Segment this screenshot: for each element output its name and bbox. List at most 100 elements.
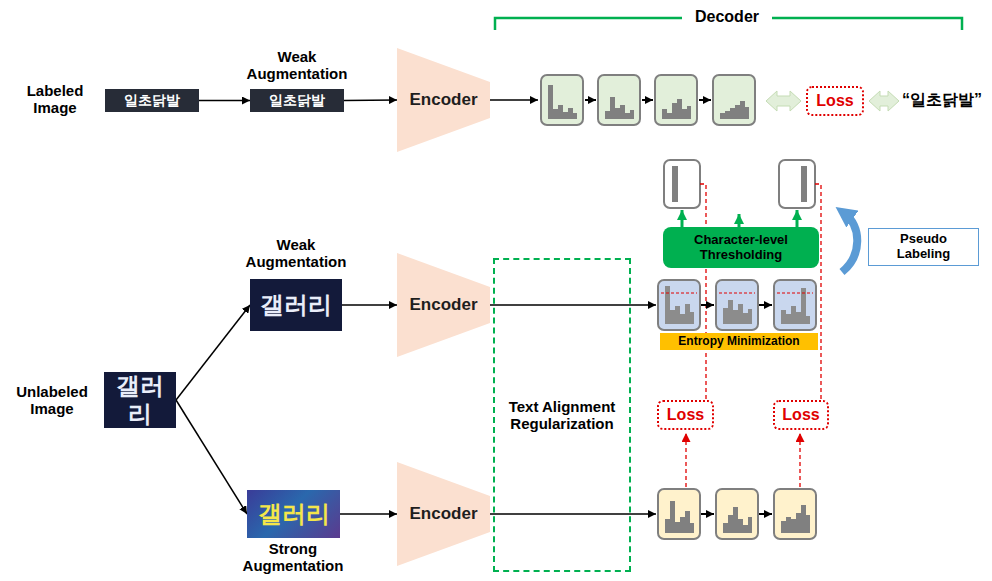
node-text: 갤러리 (258, 500, 330, 528)
decoder-step (658, 489, 700, 539)
image-sample: 일초닭발 (105, 89, 199, 112)
probability-bars (548, 85, 577, 119)
probability-bars (781, 505, 810, 533)
flow-arrow (490, 513, 656, 515)
pseudo-label-frame (664, 160, 700, 208)
decoder-step-frame (774, 280, 816, 330)
probability-bars (723, 300, 752, 324)
flow-arrow (490, 304, 656, 306)
threshold-line (719, 293, 755, 294)
compare-arrow (869, 91, 899, 111)
node-text: Character-level Thresholding (669, 233, 813, 263)
step-arrow (585, 99, 596, 101)
probability-bars (720, 101, 749, 119)
flow-connector (340, 513, 397, 515)
one-hot-bar (801, 166, 807, 202)
node-text: Pseudo Labeling (875, 232, 972, 262)
decoder-step-frame (541, 75, 583, 125)
encoder-block: Encoder (397, 253, 490, 357)
decoder-step (774, 280, 816, 330)
probability-bars (781, 288, 810, 324)
node-text: 갤러리 (260, 291, 332, 319)
flow-arrow (490, 99, 538, 101)
decoder-step-frame (655, 75, 697, 125)
pseudo-label-step (779, 160, 815, 208)
decoder-step-frame (774, 489, 816, 539)
decoder-step (716, 280, 758, 330)
encoder-block: Encoder (397, 462, 490, 566)
step-arrow (642, 99, 653, 101)
probability-bars (665, 286, 694, 324)
loss-leader (685, 433, 686, 487)
threshold-line (661, 293, 697, 294)
step-arrow (701, 513, 714, 515)
probability-bars (662, 99, 691, 119)
image-sample: 갤러리 (104, 372, 176, 428)
decoder-step (598, 75, 640, 125)
image-sample: 갤러리 (250, 279, 342, 331)
decoder-step (716, 489, 758, 539)
loss-leader (799, 433, 800, 487)
threshold-arrow (681, 210, 684, 227)
threshold-line (777, 293, 813, 294)
step-arrow (699, 99, 711, 101)
node-text: 일초닭발 (124, 92, 180, 108)
pseudo-label-step (664, 160, 700, 208)
flow-connector (176, 400, 247, 514)
node-text: Loss (816, 92, 853, 110)
compare-arrow (766, 91, 801, 111)
node-text: 일초닭발 (269, 92, 325, 108)
decoder-step (713, 75, 755, 125)
ground-truth-text: “일초닭발” (902, 91, 982, 109)
pseudo-label-frame (779, 160, 815, 208)
node-text: Encoder (409, 504, 477, 524)
encoder-trapezoid (397, 462, 490, 566)
decoder-step-frame (658, 489, 700, 539)
probability-bars (605, 97, 634, 119)
encoder-block: Encoder (397, 48, 490, 152)
augmentation-label: Weak Augmentation (238, 48, 356, 83)
decoder-step-frame (713, 75, 755, 125)
process-band: Entropy Minimization (660, 333, 818, 350)
flow-connector (176, 305, 250, 400)
node-text: 갤러리 (108, 372, 172, 427)
regularization-region: Text Alignment Regularization (493, 258, 631, 572)
input-label: Unlabeled Image (7, 383, 97, 418)
threshold-arrow (796, 210, 799, 227)
input-label: Labeled Image (16, 82, 94, 117)
decoder-step (655, 75, 697, 125)
decoder-step (774, 489, 816, 539)
node-text: Loss (667, 406, 704, 424)
decoder-step-frame (658, 280, 700, 330)
flow-connector (342, 304, 397, 306)
decoder-step-frame (716, 489, 758, 539)
decoder-step-frame (716, 280, 758, 330)
node-text: Encoder (409, 90, 477, 110)
encoder-trapezoid (397, 48, 490, 152)
flow-connector (344, 99, 397, 101)
loss-box: Loss (773, 400, 829, 430)
node-text: Encoder (409, 295, 477, 315)
step-arrow (759, 304, 772, 306)
image-sample: 일초닭발 (250, 89, 344, 112)
threshold-arrow (738, 214, 741, 227)
probability-bars (665, 501, 694, 533)
pseudo-label-loop (842, 213, 857, 272)
one-hot-bar (672, 166, 678, 202)
node-text: Loss (782, 406, 819, 424)
node-text: Entropy Minimization (678, 335, 799, 348)
node-text: Text Alignment Regularization (501, 398, 623, 433)
step-arrow (701, 304, 714, 306)
decoder-step (658, 280, 700, 330)
augmentation-label: Strong Augmentation (234, 540, 352, 575)
section-title: Decoder (682, 8, 772, 26)
encoder-trapezoid (397, 253, 490, 357)
decoder-step-frame (598, 75, 640, 125)
loss-box: Loss (806, 86, 864, 116)
image-sample: 갤러리 (247, 490, 340, 538)
step-arrow (759, 513, 772, 515)
process-box: Character-level Thresholding (663, 227, 819, 268)
decoder-step (541, 75, 583, 125)
probability-bars (723, 507, 752, 533)
